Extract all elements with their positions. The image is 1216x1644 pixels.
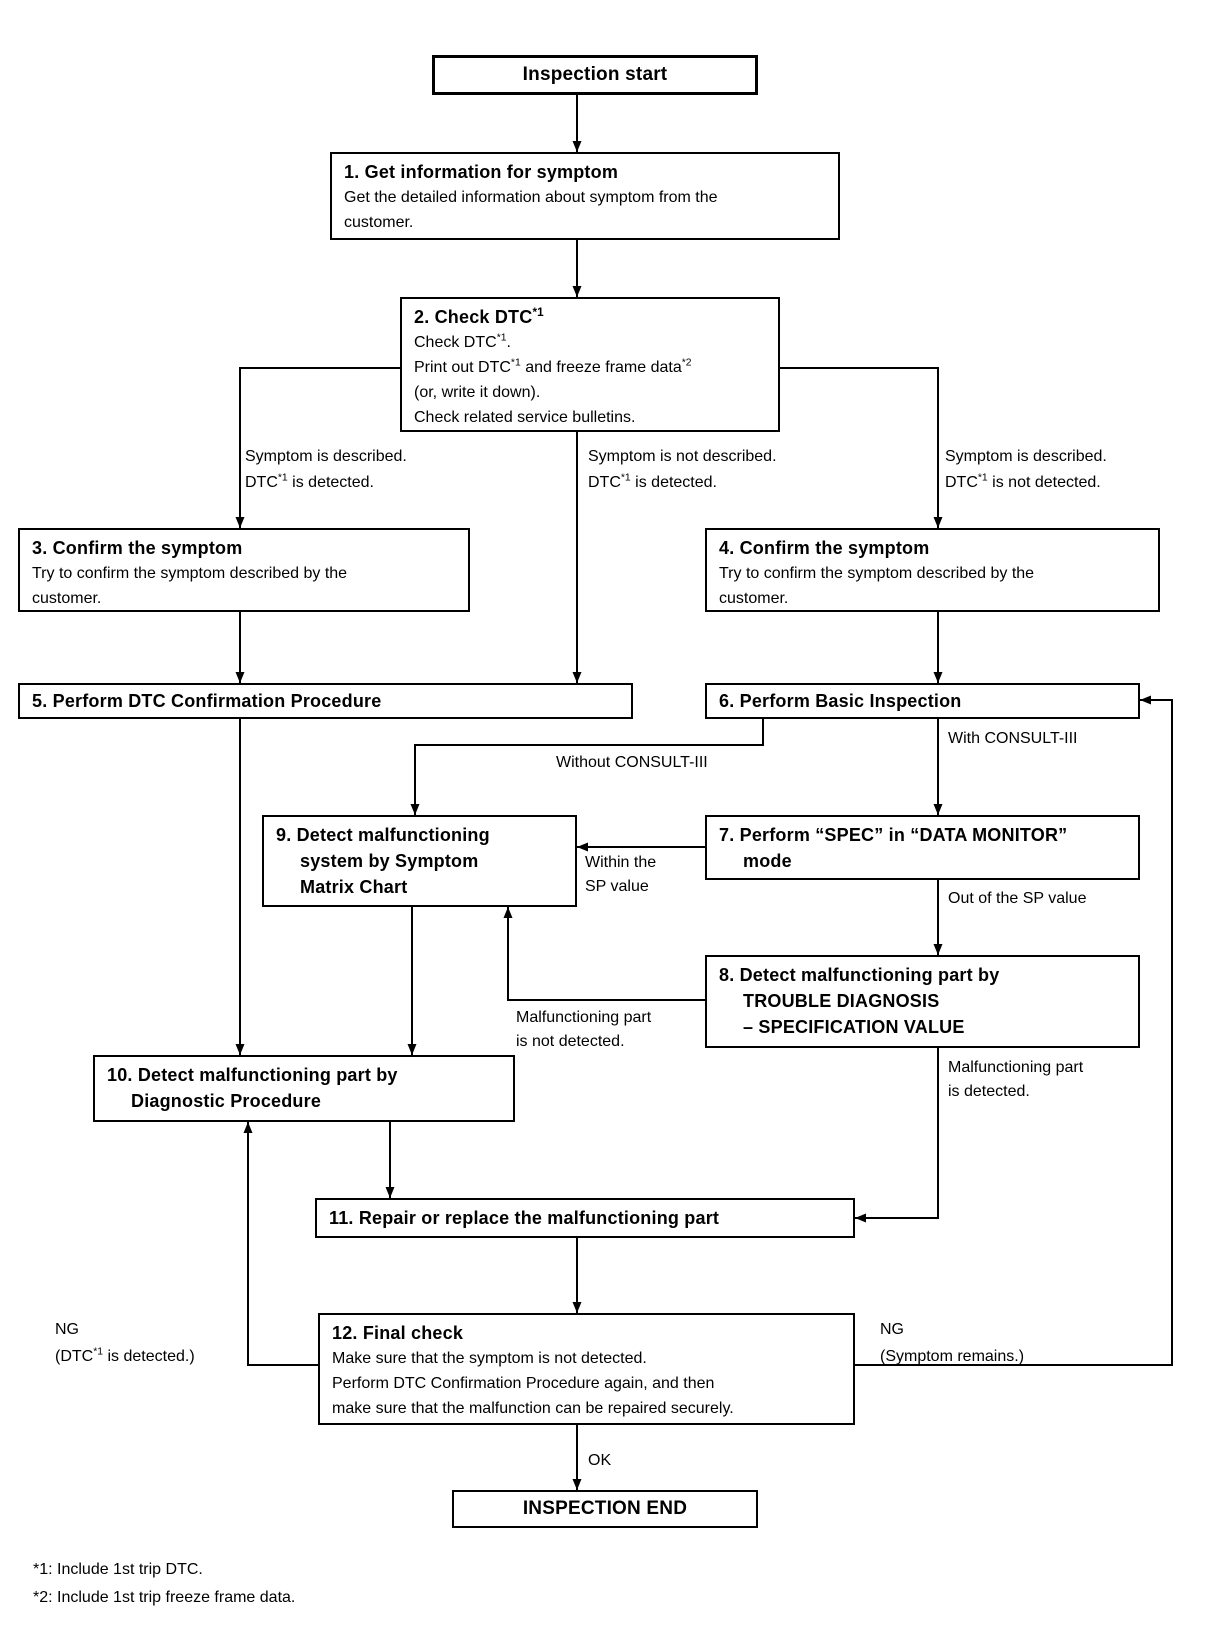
node-5-dtc-confirmation-procedure: 5. Perform DTC Confirmation Procedure xyxy=(18,683,633,719)
node-10-diagnostic-procedure: 10. Detect malfunctioning part by Diagno… xyxy=(93,1055,515,1122)
label-line: Symptom is not described. xyxy=(588,448,777,465)
node-inspection-start: Inspection start xyxy=(432,55,758,95)
node-2-check-dtc: 2. Check DTC*1 Check DTC*1. Print out DT… xyxy=(400,297,780,432)
node-3-confirm-symptom: 3. Confirm the symptom Try to confirm th… xyxy=(18,528,470,612)
edge-12-ng-to-6 xyxy=(855,695,1173,1366)
node-body-line: Check related service bulletins. xyxy=(414,409,636,426)
edge-6-to-9-without-consult xyxy=(410,719,764,815)
label-branch-right: Symptom is described. DTC*1 is not detec… xyxy=(945,444,1107,496)
label-part-not-detected: Malfunctioning part is not detected. xyxy=(516,1006,651,1054)
node-body-line: customer. xyxy=(32,590,102,607)
node-body-line: Perform DTC Confirmation Procedure again… xyxy=(332,1375,715,1392)
edge-8-to-9-not-detected xyxy=(503,907,705,1001)
label-part-detected: Malfunctioning part is detected. xyxy=(948,1056,1083,1104)
node-title: 6. Perform Basic Inspection xyxy=(719,691,962,711)
node-title: 9. Detect malfunctioning xyxy=(276,825,490,845)
node-body-line: Get the detailed information about sympt… xyxy=(344,189,718,206)
node-title: 2. Check DTC*1 xyxy=(414,306,544,327)
label-line: Symptom is described. xyxy=(245,448,407,465)
node-title: 4. Confirm the symptom xyxy=(719,538,930,558)
node-title-line: system by Symptom xyxy=(300,851,479,871)
label-line: SP value xyxy=(585,878,649,895)
node-title: 10. Detect malfunctioning part by xyxy=(107,1065,398,1085)
node-12-final-check: 12. Final check Make sure that the sympt… xyxy=(318,1313,855,1425)
node-title: 1. Get information for symptom xyxy=(344,162,619,182)
edge-12-ng-to-10 xyxy=(243,1122,318,1366)
node-title-line: mode xyxy=(743,851,792,871)
node-body-line: make sure that the malfunction can be re… xyxy=(332,1400,734,1417)
node-6-basic-inspection: 6. Perform Basic Inspection xyxy=(705,683,1140,719)
footnotes: *1: Include 1st trip DTC. *2: Include 1s… xyxy=(33,1556,295,1612)
label-line: is not detected. xyxy=(516,1033,625,1050)
label-branch-mid: Symptom is not described. DTC*1 is detec… xyxy=(588,444,777,496)
node-title-line: – SPECIFICATION VALUE xyxy=(743,1017,965,1037)
node-1-get-information: 1. Get information for symptom Get the d… xyxy=(330,152,840,240)
edge-8-to-11-detected xyxy=(855,1048,939,1223)
node-title-line: Matrix Chart xyxy=(300,877,408,897)
label-within-sp: Within the SP value xyxy=(585,851,656,899)
label-line: DTC*1 is detected. xyxy=(245,472,374,491)
label-line: (DTC*1 is detected.) xyxy=(55,1346,195,1365)
label-line: Within the xyxy=(585,854,657,871)
node-body-line: Print out DTC*1 and freeze frame data*2 xyxy=(414,357,692,376)
edge-2-to-3 xyxy=(235,367,400,528)
node-body-line: Make sure that the symptom is not detect… xyxy=(332,1350,647,1367)
node-body-line: (or, write it down). xyxy=(414,384,541,401)
label-line: NG xyxy=(880,1321,904,1338)
label-line: is detected. xyxy=(948,1083,1030,1100)
node-title: 11. Repair or replace the malfunctioning… xyxy=(329,1208,720,1228)
edge-2-to-4 xyxy=(780,367,943,528)
node-title: 5. Perform DTC Confirmation Procedure xyxy=(32,691,382,711)
node-title: 8. Detect malfunctioning part by xyxy=(719,965,1000,985)
node-11-repair-or-replace: 11. Repair or replace the malfunctioning… xyxy=(315,1198,855,1238)
label-line: Malfunctioning part xyxy=(948,1059,1084,1076)
label-line: DTC*1 is not detected. xyxy=(945,472,1101,491)
label-line: NG xyxy=(55,1321,79,1338)
node-4-confirm-symptom: 4. Confirm the symptom Try to confirm th… xyxy=(705,528,1160,612)
node-inspection-end: INSPECTION END xyxy=(452,1490,758,1528)
node-title: 12. Final check xyxy=(332,1323,464,1343)
footnote-line: *1: Include 1st trip DTC. xyxy=(33,1561,203,1578)
node-7-spec-data-monitor: 7. Perform “SPEC” in “DATA MONITOR” mode xyxy=(705,815,1140,880)
label-line: Symptom is described. xyxy=(945,448,1107,465)
label-line: Malfunctioning part xyxy=(516,1009,652,1026)
node-body-line: customer. xyxy=(344,214,414,231)
node-title: 7. Perform “SPEC” in “DATA MONITOR” xyxy=(719,825,1068,845)
label-branch-left: Symptom is described. DTC*1 is detected. xyxy=(245,444,407,496)
node-9-symptom-matrix-chart: 9. Detect malfunctioning system by Sympt… xyxy=(262,815,577,907)
label-line: (Symptom remains.) xyxy=(880,1348,1025,1365)
label-ng-right: NG (Symptom remains.) xyxy=(880,1316,1024,1370)
label-ng-left: NG (DTC*1 is detected.) xyxy=(55,1316,195,1370)
footnote-line: *2: Include 1st trip freeze frame data. xyxy=(33,1589,296,1606)
node-body-line: Try to confirm the symptom described by … xyxy=(719,565,1035,582)
node-body-line: Try to confirm the symptom described by … xyxy=(32,565,348,582)
label-without-consult: Without CONSULT-III xyxy=(556,754,708,771)
node-title-line: TROUBLE DIAGNOSIS xyxy=(743,991,940,1011)
node-8-trouble-diagnosis-spec-value: 8. Detect malfunctioning part by TROUBLE… xyxy=(705,955,1140,1048)
node-title: 3. Confirm the symptom xyxy=(32,538,243,558)
node-body-line: Check DTC*1. xyxy=(414,332,511,351)
label-out-of-sp: Out of the SP value xyxy=(948,890,1087,907)
label-ok: OK xyxy=(588,1452,612,1469)
label-line: DTC*1 is detected. xyxy=(588,472,717,491)
label-with-consult: With CONSULT-III xyxy=(948,730,1078,747)
node-title: Inspection start xyxy=(522,64,668,85)
node-title: INSPECTION END xyxy=(522,1498,688,1519)
node-body-line: customer. xyxy=(719,590,789,607)
node-title-line: Diagnostic Procedure xyxy=(131,1091,322,1111)
